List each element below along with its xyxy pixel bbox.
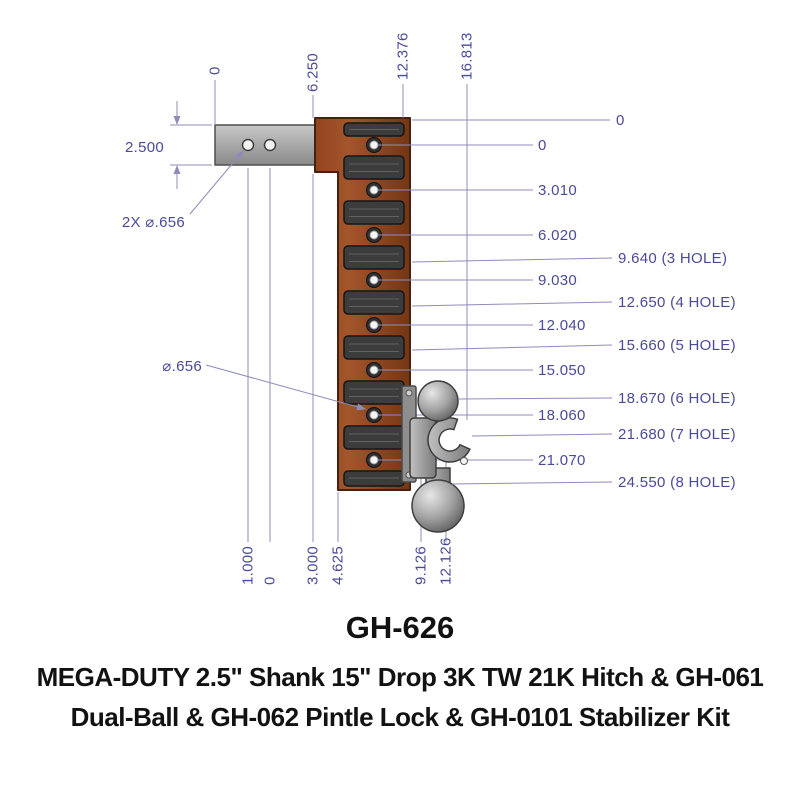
dual-ball-mount <box>401 380 471 533</box>
dim-label-top: 16.813 <box>459 32 476 80</box>
hole-center <box>369 455 379 465</box>
dim-label-bottom: 0 <box>262 576 279 585</box>
dim-label-hole: 6.020 <box>538 227 577 244</box>
dim-label-drop: 18.670 (6 HOLE) <box>618 390 736 407</box>
hitch-technical-drawing: 0 6.250 12.376 16.813 0 0 3.010 6.020 9.… <box>122 32 736 585</box>
tread-block <box>343 380 405 405</box>
dimension-labels: 0 6.250 12.376 16.813 0 0 3.010 6.020 9.… <box>122 32 736 585</box>
tread-block <box>343 425 405 450</box>
dimension-lines <box>170 80 404 542</box>
drop-leader <box>458 397 613 400</box>
dim-label-bottom: 3.000 <box>305 546 322 585</box>
bottom-ball <box>411 479 465 533</box>
pintle-hook <box>427 417 471 463</box>
dim-label-hole: 21.070 <box>538 452 586 469</box>
drop-leader <box>451 481 613 485</box>
title-block: GH-626 MEGA-DUTY 2.5" Shank 15" Drop 3K … <box>0 610 800 733</box>
clamp-bolt <box>405 389 413 397</box>
shank-hole-leader <box>189 150 244 215</box>
dim-label-top: 12.376 <box>395 32 412 80</box>
dim-label-drop: 15.660 (5 HOLE) <box>618 337 736 354</box>
dim-label-bar-hole: ⌀.656 <box>162 358 202 375</box>
dim-label-drop: 21.680 (7 HOLE) <box>618 426 736 443</box>
hole-center <box>369 275 379 285</box>
dim-label-drop: 12.650 (4 HOLE) <box>618 294 736 311</box>
drop-leader <box>411 257 613 263</box>
drop-leader-lines <box>411 119 613 485</box>
shank-hole <box>263 138 277 152</box>
dim-label-drop: 9.640 (3 HOLE) <box>618 250 727 267</box>
dim-label-hole: 9.030 <box>538 272 577 289</box>
hook-pin-hole <box>460 457 468 465</box>
hole-center <box>369 230 379 240</box>
dim-label-top: 6.250 <box>305 53 322 92</box>
shank-hole <box>241 138 255 152</box>
top-ball <box>417 380 459 422</box>
tread-block <box>343 200 405 225</box>
dim-label-bottom: 1.000 <box>240 546 257 585</box>
hole-center <box>369 365 379 375</box>
tread-blocks <box>343 122 405 487</box>
hole-center <box>369 320 379 330</box>
tread-block <box>343 335 405 360</box>
drop-leader <box>471 433 613 437</box>
dim-label-shank-holes: 2X ⌀.656 <box>122 214 185 231</box>
dim-label-drop: 24.550 (8 HOLE) <box>618 474 736 491</box>
dim-label-hole: 12.040 <box>538 317 586 334</box>
dim-label-top: 0 <box>207 66 224 75</box>
tread-block <box>343 290 405 315</box>
drop-leader <box>411 344 613 351</box>
hole-center <box>369 140 379 150</box>
dim-label-hole: 0 <box>538 137 547 154</box>
dim-label-bottom: 12.126 <box>438 537 455 585</box>
tread-ridges <box>349 129 399 479</box>
dim-label-hole: 18.060 <box>538 407 586 424</box>
drawing-canvas: 0 6.250 12.376 16.813 0 0 3.010 6.020 9.… <box>122 32 736 585</box>
dim-label-bottom: 4.625 <box>330 546 347 585</box>
dim-label-hole: 15.050 <box>538 362 586 379</box>
title-line-1: MEGA-DUTY 2.5" Shank 15" Drop 3K TW 21K … <box>36 662 764 692</box>
title-line-2: Dual-Ball & GH-062 Pintle Lock & GH-0101… <box>70 702 730 732</box>
hole-center <box>369 185 379 195</box>
model-number: GH-626 <box>345 610 455 645</box>
hole-center <box>369 410 379 420</box>
dim-label-zero-datum: 0 <box>616 112 625 129</box>
drop-bar <box>314 117 411 491</box>
drop-leader <box>411 301 613 307</box>
dim-label-shank-height: 2.500 <box>125 139 164 156</box>
tread-block <box>343 245 405 270</box>
tread-block <box>343 155 405 180</box>
dim-label-hole: 3.010 <box>538 182 577 199</box>
bar-hole-leader <box>205 364 366 411</box>
dim-label-bottom: 9.126 <box>413 546 430 585</box>
